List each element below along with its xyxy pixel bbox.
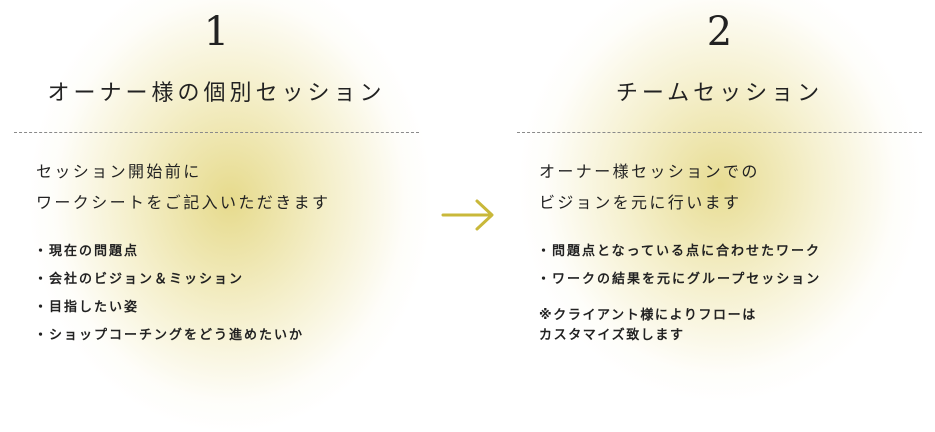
step-2-lead-line: ビジョンを元に行います xyxy=(539,193,742,212)
step-1-lead-line: ワークシートをご記入いただきます xyxy=(36,193,331,212)
step-2-title: チームセッション xyxy=(615,81,824,106)
step-1-number: 1 xyxy=(203,9,230,55)
step-2-note: ※クライアント様によりフローは カスタマイズ致します xyxy=(539,306,757,346)
step-2-bullet-list: 問題点となっている点に合わせたワーク ワークの結果を元にグループセッション xyxy=(537,238,821,294)
step-1-title: オーナー様の個別セッション xyxy=(47,81,386,106)
step-2-number: 2 xyxy=(706,9,733,55)
step-1-bullet-list: 現在の問題点 会社のビジョン＆ミッション 目指したい姿 ショップコーチングをどう… xyxy=(34,238,304,350)
step-1-lead: セッション開始前に ワークシートをご記入いただきます xyxy=(36,156,330,218)
step-1-bullet-item: ショップコーチングをどう進めたいか xyxy=(34,322,304,350)
step-2-note-line: カスタマイズ致します xyxy=(539,328,685,343)
step-1-bullet-item: 現在の問題点 xyxy=(34,238,304,266)
step-1-divider xyxy=(14,132,419,133)
step-2-lead-line: オーナー様セッションでの xyxy=(539,162,760,181)
step-2-note-line: ※クライアント様によりフローは xyxy=(539,308,757,323)
right-arrow-icon xyxy=(441,199,494,231)
step-2-bullet-item: 問題点となっている点に合わせたワーク xyxy=(537,238,821,266)
step-1-bullet-item: 会社のビジョン＆ミッション xyxy=(34,266,304,294)
step-2-lead: オーナー様セッションでの ビジョンを元に行います xyxy=(539,156,760,218)
step-2-divider xyxy=(517,132,922,133)
step-1-lead-line: セッション開始前に xyxy=(36,162,202,181)
step-1-bullet-item: 目指したい姿 xyxy=(34,294,304,322)
step-2-bullet-item: ワークの結果を元にグループセッション xyxy=(537,266,821,294)
